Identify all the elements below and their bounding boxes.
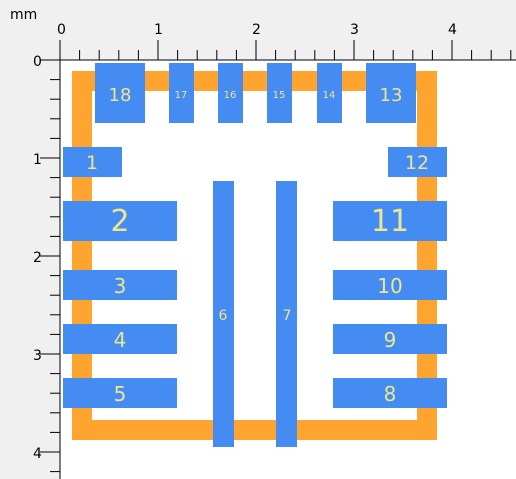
pad-16[interactable] [218, 63, 243, 123]
pad-8[interactable] [333, 378, 447, 408]
pad-18[interactable] [95, 63, 145, 123]
pad-label: 15 [273, 90, 286, 101]
package-outline [72, 71, 437, 440]
y-tick-label: 3 [33, 348, 42, 364]
pad-13[interactable] [366, 63, 416, 123]
pad-4[interactable] [63, 324, 177, 354]
unit-label: mm [10, 7, 37, 23]
pad-label: 12 [405, 152, 429, 174]
pad-11[interactable] [333, 201, 447, 241]
pad-17[interactable] [169, 63, 194, 123]
y-tick-label: 2 [33, 250, 42, 266]
pad-14[interactable] [317, 63, 342, 123]
left-ruler-ticks [40, 59, 60, 473]
pad-label: 17 [175, 90, 188, 101]
left-ruler [0, 0, 60, 479]
pad-label: 9 [384, 328, 397, 352]
pad-7[interactable] [276, 181, 297, 447]
pad-15[interactable] [267, 63, 292, 123]
pad-6[interactable] [213, 181, 234, 447]
pad-label: 5 [114, 382, 127, 406]
pad-label: 10 [377, 274, 402, 298]
pad-label: 18 [109, 85, 132, 106]
pad-10[interactable] [333, 270, 447, 300]
pad-label: 14 [323, 90, 336, 101]
pad-label: 11 [371, 204, 409, 239]
y-tick-label: 1 [33, 152, 42, 168]
pad-1[interactable] [63, 147, 122, 177]
pad-label: 6 [219, 308, 228, 324]
pad-label: 3 [114, 274, 127, 298]
pad-5[interactable] [63, 378, 177, 408]
pad-label: 2 [110, 204, 129, 239]
x-tick-label: 1 [154, 22, 163, 38]
top-ruler [0, 0, 516, 60]
pad-2[interactable] [63, 201, 177, 241]
pad-label: 8 [384, 382, 397, 406]
y-tick-label: 4 [33, 446, 42, 462]
pad-9[interactable] [333, 324, 447, 354]
pads: 1 2 3 4 5 6 7 8 9 10 [63, 63, 447, 447]
x-tick-label: 0 [57, 22, 66, 38]
pad-label: 4 [114, 328, 127, 352]
y-tick-label: 0 [33, 54, 42, 70]
pad-12[interactable] [388, 147, 447, 177]
top-ruler-ticks [59, 40, 512, 60]
pad-label: 1 [86, 152, 98, 174]
pad-label: 16 [224, 90, 237, 101]
pad-label: 13 [380, 85, 403, 106]
x-tick-label: 4 [448, 22, 457, 38]
pad-label: 7 [283, 308, 292, 324]
pad-3[interactable] [63, 270, 177, 300]
x-tick-label: 3 [350, 22, 359, 38]
x-tick-label: 2 [252, 22, 261, 38]
